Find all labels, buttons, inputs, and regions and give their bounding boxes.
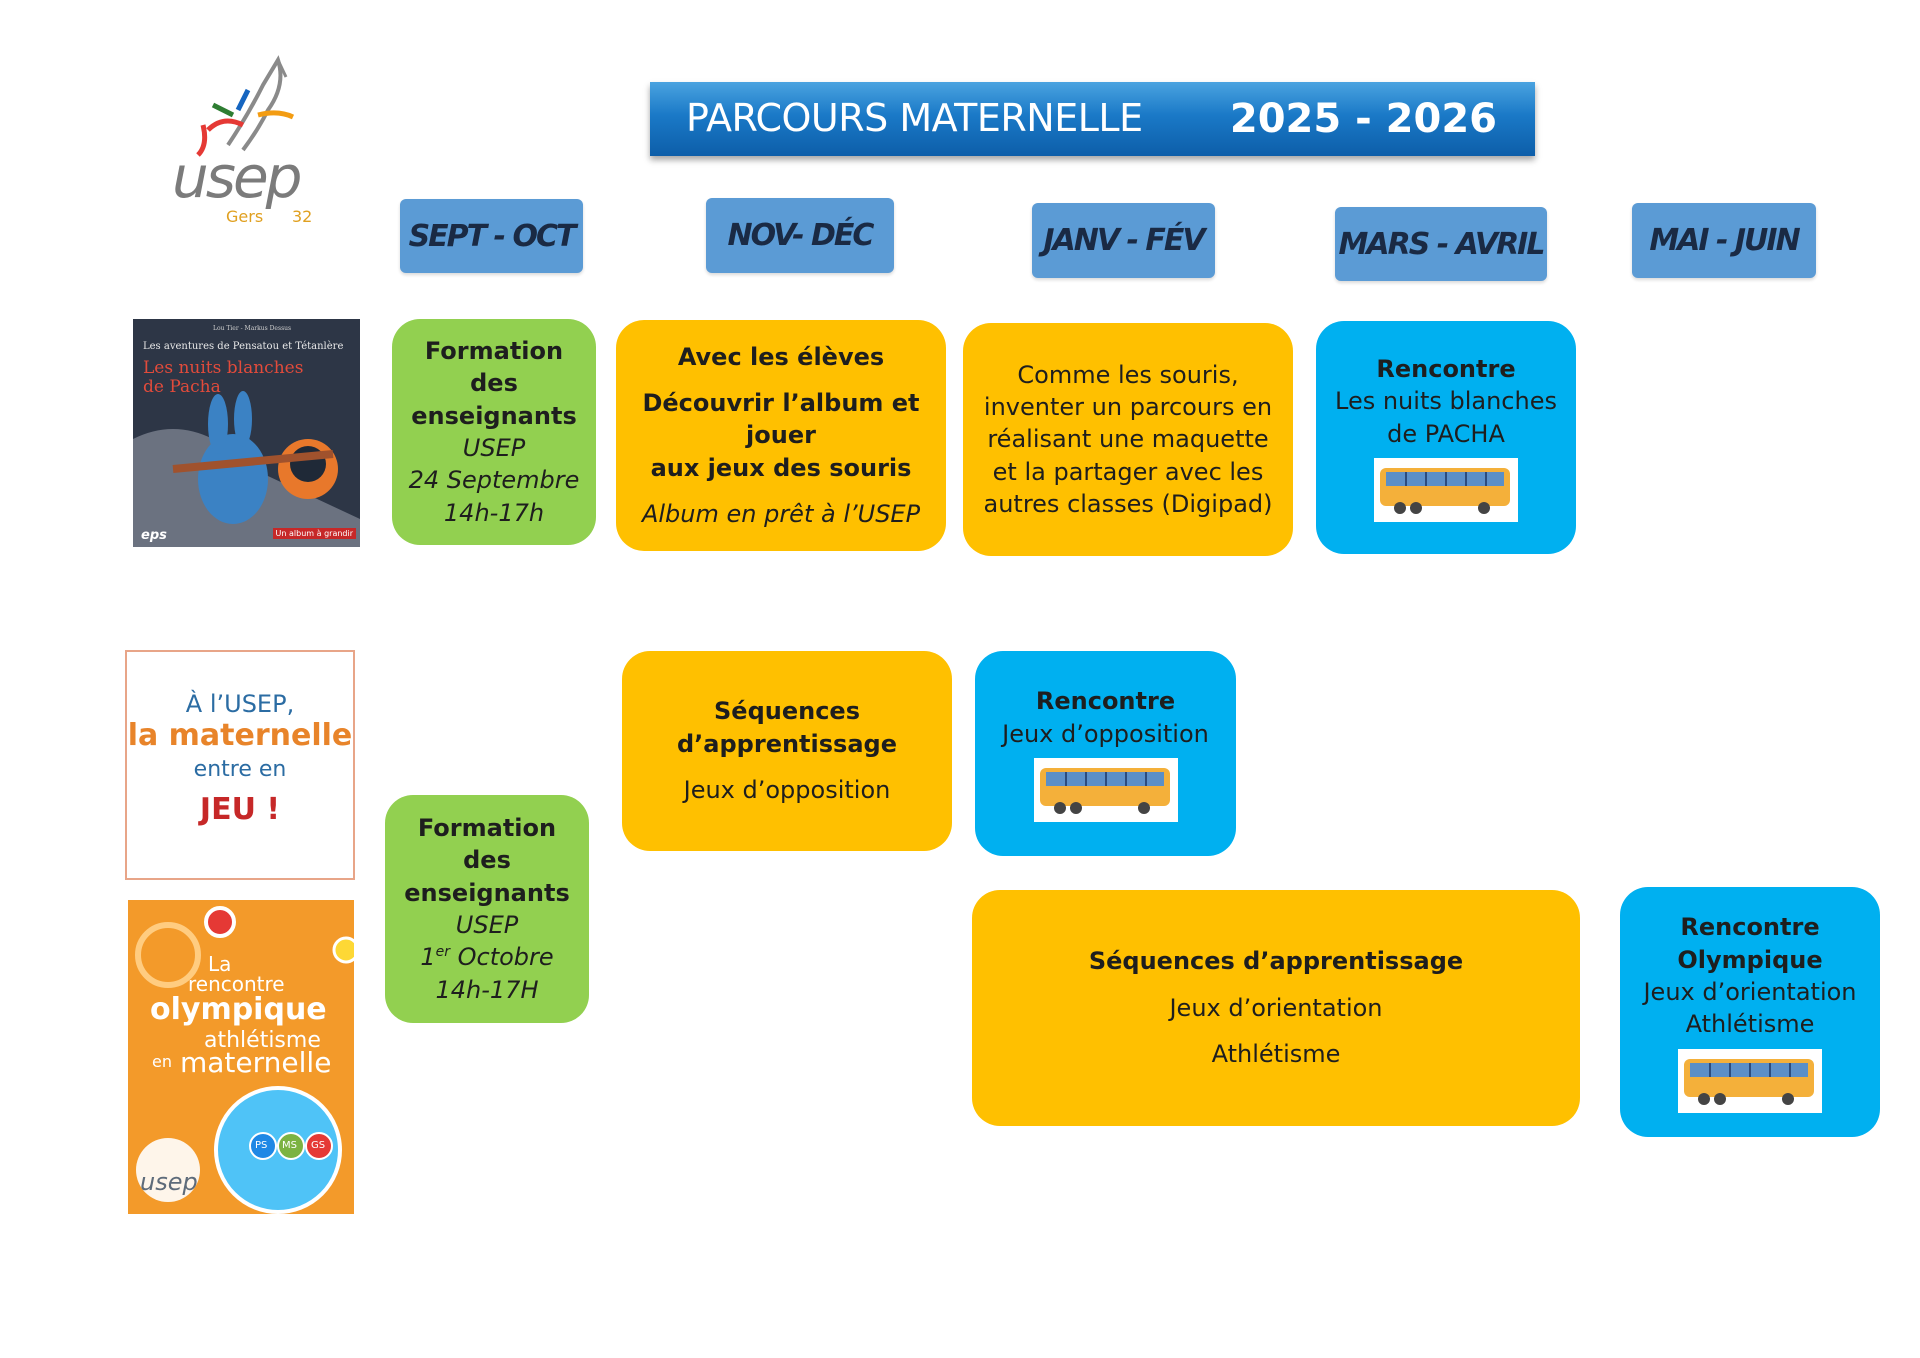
period-mars-avril: MARS - AVRIL <box>1335 207 1547 281</box>
period-janv-fev: JANV - FÉV <box>1032 203 1215 278</box>
rencontre3-heading-l1: Rencontre <box>1680 913 1820 942</box>
logo-subtitle-left: Gers <box>226 207 264 226</box>
poster1-l1: À l’USEP, <box>185 690 295 718</box>
poster2-level-2: MS <box>282 1140 297 1151</box>
poster2-l3: olympique <box>150 992 327 1027</box>
formation2-l3: USEP <box>455 911 519 939</box>
poster2-level-1: PS <box>255 1140 268 1151</box>
rencontre2-heading: Rencontre <box>1035 687 1176 716</box>
poster2-l4: athlétisme <box>204 1028 321 1053</box>
seq-opp-heading-l2: d’apprentissage <box>677 729 897 758</box>
poster1-l3: entre en <box>193 757 287 782</box>
logo-wordmark: usep <box>172 143 302 211</box>
rencontre3-l2: Athlétisme <box>1685 1010 1815 1039</box>
seq-opp-heading-l1: Séquences <box>714 697 860 726</box>
poster2-l2: rencontre <box>188 972 285 996</box>
formation1-l2: enseignants <box>411 401 577 430</box>
usep-logo-icon <box>196 55 295 157</box>
souris-l5: autres classes (Digipad) <box>983 490 1273 519</box>
rencontre1-heading: Rencontre <box>1376 354 1516 383</box>
bus-icon <box>1374 458 1518 523</box>
rencontre1-l2: de PACHA <box>1387 419 1505 448</box>
rencontre3-l1: Jeux d’orientation <box>1643 978 1857 1006</box>
seq-ori-l1: Jeux d’orientation <box>1169 993 1383 1022</box>
poster2-l1: La <box>208 952 232 976</box>
period-mai-juin: MAI - JUIN <box>1632 203 1816 278</box>
book-title-line1: Les nuits blanches <box>143 358 304 378</box>
formation2-l2: enseignants <box>404 878 570 907</box>
souris-l1: Comme les souris, <box>1017 360 1239 389</box>
poster2-l6: maternelle <box>180 1046 332 1079</box>
book-series: Les aventures de Pensatou et Tétanlère <box>143 341 344 352</box>
title-left: PARCOURS MATERNELLE <box>686 96 1143 140</box>
usep-logo: usep Gers 32 <box>168 55 328 235</box>
usep-maternelle-poster: À l’USEP, la maternelle entre en JEU ! <box>125 650 355 880</box>
title-banner: PARCOURS MATERNELLE 2025 - 2026 <box>650 82 1535 156</box>
souris-l3: réalisant une maquette <box>987 425 1269 454</box>
rencontre-pacha-box: Rencontre Les nuits blanches de PACHA <box>1316 321 1576 554</box>
formation2-day: 1 <box>420 943 436 972</box>
book-authors: Lou Tier - Markus Dessus <box>213 325 292 332</box>
formation2-l1: Formation des <box>417 813 557 875</box>
poster2-l5: en <box>152 1052 172 1071</box>
bus-icon <box>1678 1048 1822 1113</box>
poster2-level-3: GS <box>311 1140 326 1151</box>
eleves-note: Album en prêt à l’USEP <box>641 500 921 529</box>
formation1-l1: Formation des <box>424 336 564 398</box>
period-sept-oct: SEPT - OCT <box>400 199 583 273</box>
book-title-line2: de Pacha <box>143 376 221 397</box>
rencontre1-l1: Les nuits blanches <box>1335 387 1557 416</box>
olympic-poster: La rencontre olympique athlétisme en mat… <box>128 900 354 1214</box>
formation2-month: Octobre <box>449 943 554 972</box>
formation2-sup: er <box>435 944 450 961</box>
rencontre3-heading-l2: Olympique <box>1677 945 1823 974</box>
formation2-hours: 14h-17H <box>435 975 539 1004</box>
seq-ori-l2: Athlétisme <box>1211 1040 1341 1069</box>
seq-opp-l1: Jeux d’opposition <box>683 776 891 805</box>
eleves-l2: aux jeux des souris <box>650 453 912 482</box>
poster1-l4: JEU ! <box>199 792 281 827</box>
eleves-l1: Découvrir l’album et jouer <box>642 388 920 450</box>
rencontre-olympique-box: Rencontre Olympique Jeux d’orientation A… <box>1620 887 1880 1137</box>
book-cover-image: Lou Tier - Markus Dessus Les aventures d… <box>133 319 360 547</box>
book-title: Les nuits blanches de Pacha <box>143 359 303 396</box>
formation1-l3: USEP <box>462 434 526 462</box>
poster1-l2: la maternelle <box>127 718 353 753</box>
formation-box-1: Formation des enseignants USEP 24 Septem… <box>392 319 596 545</box>
poster2-brand: usep <box>140 1168 198 1196</box>
formation1-date: 24 Septembre <box>408 466 580 495</box>
eleves-box: Avec les élèves Découvrir l’album et jou… <box>616 320 946 551</box>
formation2-date: 1er Octobre <box>420 941 553 973</box>
formation-box-2: Formation des enseignants USEP 1er Octob… <box>385 795 589 1023</box>
souris-l4: et la partager avec les <box>992 457 1264 486</box>
souris-l2: inventer un parcours en <box>983 392 1273 421</box>
book-badge: Un album à grandir <box>272 528 356 539</box>
title-year: 2025 - 2026 <box>1229 96 1497 142</box>
seq-ori-heading: Séquences d’apprentissage <box>1088 947 1464 976</box>
rencontre2-l1: Jeux d’opposition <box>1002 719 1209 748</box>
book-publisher: eps <box>141 528 167 543</box>
rencontre-opposition-box: Rencontre Jeux d’opposition <box>975 651 1236 856</box>
seq-orientation-box: Séquences d’apprentissage Jeux d’orienta… <box>972 890 1580 1126</box>
souris-box: Comme les souris, inventer un parcours e… <box>963 323 1293 556</box>
eleves-heading: Avec les élèves <box>677 342 885 371</box>
bus-icon <box>1033 757 1178 822</box>
formation1-hours: 14h-17h <box>443 498 545 527</box>
seq-opposition-box: Séquences d’apprentissage Jeux d’opposit… <box>622 651 952 851</box>
logo-subtitle-right: 32 <box>292 207 313 226</box>
period-nov-dec: NOV- DÉC <box>706 198 894 273</box>
